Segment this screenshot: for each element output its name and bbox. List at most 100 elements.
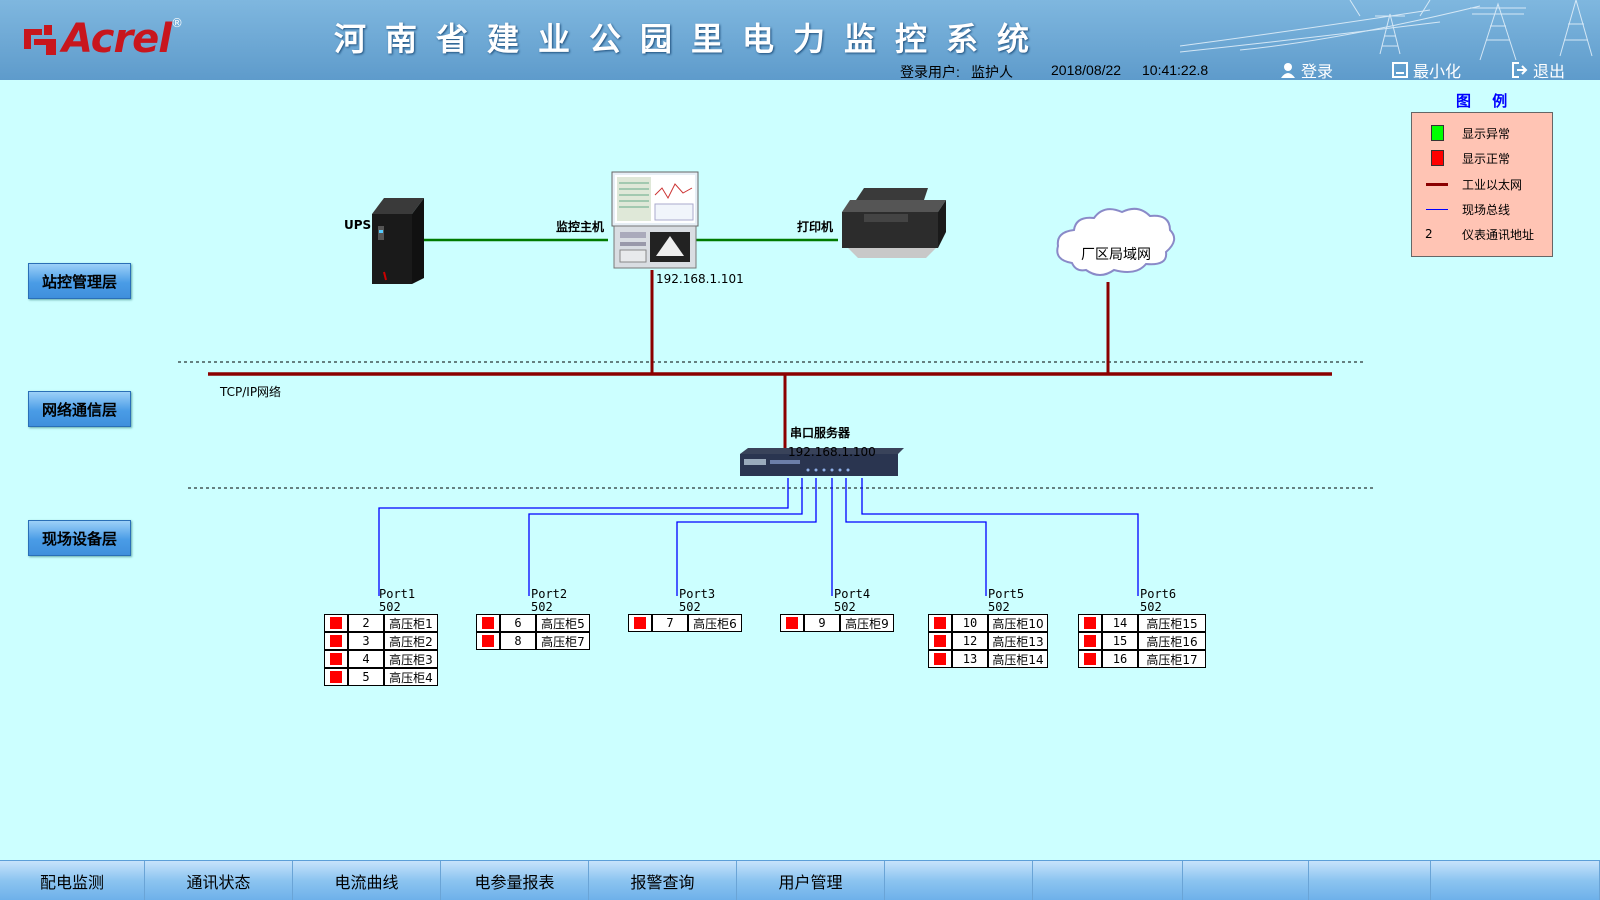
device-name: 高压柜15 (1138, 614, 1206, 632)
status-red-square-icon (934, 635, 946, 647)
status-red-square-icon (1084, 635, 1096, 647)
legend-item-address: 2 仪表通讯地址 (1412, 224, 1552, 244)
legend-title: 图 例 (1456, 92, 1516, 110)
tcpip-network-label: TCP/IP网络 (220, 385, 282, 399)
device-name: 高压柜14 (988, 650, 1048, 668)
fieldbus-port2 (528, 478, 803, 596)
device-address: 15 (1102, 632, 1138, 650)
status-red-square-icon (330, 671, 342, 683)
legend-item-fieldbus: 现场总线 (1412, 199, 1552, 219)
device-status-cell (476, 632, 500, 650)
device-name: 高压柜2 (384, 632, 438, 650)
minimize-button-label: 最小化 (1413, 62, 1462, 80)
exit-icon (1512, 62, 1528, 78)
red-square-icon (1430, 150, 1444, 166)
legend-label: 现场总线 (1462, 202, 1511, 217)
serial-server-icon (740, 448, 904, 476)
port-name: Port2 (531, 587, 568, 601)
current-time: 10:41:22.8 (1142, 62, 1209, 78)
nav-tab-empty[interactable] (1033, 861, 1183, 900)
address-number-sample: 2 (1425, 227, 1433, 241)
lan-label: 厂区局域网 (1081, 247, 1151, 263)
device-address: 8 (500, 632, 536, 650)
legend-item-normal: 显示正常 (1412, 148, 1552, 168)
bottom-navigation: 配电监测通讯状态电流曲线电参量报表报警查询用户管理 (0, 860, 1600, 900)
layer-button-field[interactable]: 现场设备层 (28, 520, 131, 556)
minimize-button[interactable]: 最小化 (1392, 58, 1461, 80)
device-name: 高压柜4 (384, 668, 438, 686)
port-number: 502 (834, 600, 856, 614)
user-icon (1281, 63, 1295, 78)
header-bar: Acrel ® 河南省建业公园里电力监控系统 登录用户: 监护人 2018/08… (0, 0, 1600, 80)
legend-label: 显示正常 (1462, 151, 1511, 166)
device-name: 高压柜1 (384, 614, 438, 632)
port-name: Port6 (1140, 587, 1177, 601)
device-status-cell (780, 614, 804, 632)
device-status-cell (1078, 650, 1102, 668)
nav-tab-empty[interactable] (1183, 861, 1309, 900)
nav-tab-1[interactable]: 配电监测 (0, 861, 145, 900)
header-status-bar: 登录用户: 监护人 2018/08/22 10:41:22.8 (0, 60, 1600, 80)
login-button-label: 登录 (1301, 62, 1334, 80)
monitoring-host-icon (611, 171, 699, 269)
device-status-cell (324, 614, 348, 632)
nav-tab-2[interactable]: 通讯状态 (145, 861, 293, 900)
exit-button-label: 退出 (1533, 62, 1566, 80)
port-name: Port5 (988, 587, 1025, 601)
ups-label: UPS (344, 218, 372, 232)
port-number: 502 (679, 600, 701, 614)
power-tower-background (1180, 0, 1593, 61)
nav-tab-empty[interactable] (1309, 861, 1431, 900)
layer-button-network[interactable]: 网络通信层 (28, 391, 131, 427)
fieldbus-port1 (378, 478, 789, 596)
port-number: 502 (379, 600, 401, 614)
device-name: 高压柜16 (1138, 632, 1206, 650)
nav-tab-empty[interactable] (885, 861, 1033, 900)
status-red-square-icon (330, 653, 342, 665)
layer-button-station[interactable]: 站控管理层 (28, 263, 131, 299)
exit-button[interactable]: 退出 (1512, 58, 1565, 80)
lan-cloud-icon (1056, 207, 1176, 276)
device-address: 7 (652, 614, 688, 632)
port-name: Port4 (834, 587, 871, 601)
login-button[interactable]: 登录 (1280, 58, 1333, 80)
status-red-square-icon (934, 617, 946, 629)
nav-tab-3[interactable]: 电流曲线 (293, 861, 441, 900)
nav-tab-5[interactable]: 报警查询 (589, 861, 737, 900)
status-red-square-icon (634, 617, 646, 629)
legend-item-ethernet: 工业以太网 (1412, 174, 1552, 194)
green-square-icon (1430, 125, 1444, 141)
nav-tab-empty[interactable] (1431, 861, 1600, 900)
device-address: 3 (348, 632, 384, 650)
legend-panel: 显示异常 显示正常 工业以太网 现场总线 2 仪表通讯地址 (1411, 112, 1553, 257)
nav-tab-4[interactable]: 电参量报表 (441, 861, 589, 900)
nav-tab-6[interactable]: 用户管理 (737, 861, 885, 900)
status-red-square-icon (482, 617, 494, 629)
device-name: 高压柜3 (384, 650, 438, 668)
monitoring-host-ip: 192.168.1.101 (656, 272, 744, 286)
device-address: 13 (952, 650, 988, 668)
printer-icon (842, 188, 946, 258)
